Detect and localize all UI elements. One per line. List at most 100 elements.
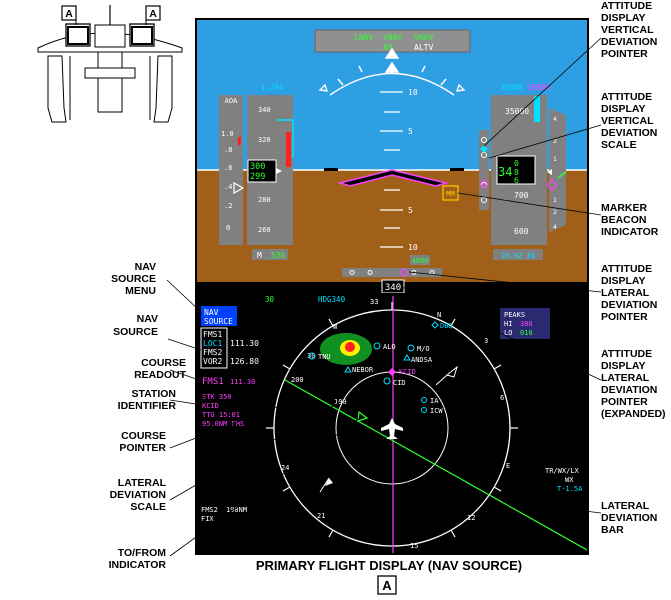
compass-label-3: 3	[484, 337, 488, 345]
waypoint-kcid: KCID	[399, 368, 416, 376]
range-outer: 200	[291, 376, 304, 384]
sky-pointer	[384, 61, 400, 73]
compass-label-w: W	[333, 323, 338, 331]
nav-source-2[interactable]: LOC1	[203, 339, 222, 348]
station-line-4: 95.0NM FMS	[202, 420, 244, 428]
locator-marker-left-label: A	[65, 8, 73, 20]
to-from-indicator	[357, 410, 369, 422]
baro-setting: 29.92 IN	[501, 252, 535, 260]
peaks-lo-value: 010	[520, 329, 533, 337]
nav-source-1[interactable]: FMS1	[203, 330, 222, 339]
aoa-title: AOA	[225, 97, 238, 105]
locator-marker-right	[145, 5, 161, 21]
waypoint-nebor: NEBOR	[352, 366, 374, 374]
figure-caption: PRIMARY FLIGHT DISPLAY (NAV SOURCE)	[256, 558, 522, 573]
vsi-tick-2: 2	[553, 137, 557, 145]
altitude-readout-bot: 6	[514, 176, 519, 185]
nav-source-menu[interactable]	[201, 306, 237, 326]
speed-target: 1.294	[261, 83, 284, 92]
peaks-hi-label: HI	[504, 320, 512, 328]
speed-readout: 299	[250, 172, 265, 182]
speed-tick-340: 340	[258, 106, 271, 114]
altitude-tape: 35000 16000 35000 700 600 34 0 8 6 29.92…	[491, 83, 550, 260]
waypoint-mo: M/O	[417, 345, 430, 353]
compass-label-30: 30	[307, 352, 315, 360]
compass-label-24: 24	[281, 464, 289, 472]
peaks-title: PEAKS	[504, 311, 525, 319]
lateral-deviation-scale	[342, 267, 442, 278]
aoa-tick-2: .8	[224, 146, 232, 154]
aoa-tick-6: 0	[226, 224, 230, 232]
fms2-fix: FIX	[201, 515, 214, 523]
compass-label-n: N	[437, 311, 441, 319]
pitch-ladder	[380, 91, 403, 248]
course-readout-source: FMS1	[202, 377, 224, 387]
caption-marker-box	[377, 575, 397, 595]
aoa-tick-4: .4	[224, 183, 232, 191]
waypoint-alo: ALO	[383, 343, 396, 351]
nav-source-3[interactable]: FMS2	[203, 348, 222, 357]
compass-label-21: 21	[317, 512, 325, 520]
fma-left: LNAV	[354, 33, 373, 42]
speed-box-top: 300	[250, 162, 265, 172]
waypoint-dbq: DBQ	[440, 322, 453, 330]
course-readout-value: 111.30	[230, 378, 255, 386]
waypoint-andsa: ANDSA	[411, 356, 433, 364]
station-line-3: TTG 15:01	[202, 411, 240, 419]
aoa-tick-3: .6	[224, 164, 232, 172]
nd-heading-select: HDG340	[318, 295, 346, 304]
waypoint-icw: ICW	[430, 407, 443, 415]
altitude-target-2: 16000	[527, 83, 550, 92]
cockpit-locator: A A	[37, 5, 183, 123]
roll-scale	[318, 47, 466, 96]
vsi-tick-3: 1	[553, 155, 557, 163]
station-identifier: STK 350 KCID TTG 15:01 95.0NM FMS	[202, 393, 244, 428]
caption-marker: A	[382, 578, 392, 593]
fms2-label: FMS2	[201, 506, 218, 514]
course-pointer	[284, 379, 587, 551]
aoa-pointer	[233, 181, 245, 195]
pitch-down-5: 5	[408, 206, 413, 215]
aoa-tick-1: 1.0	[221, 130, 234, 138]
marker-beacon: MM	[446, 190, 454, 198]
compass-label-12: 12	[467, 514, 475, 522]
compass-labels: 3 6 E 12 15 21 24 30 W N	[281, 311, 510, 550]
fma-mode: ALTV	[414, 43, 433, 52]
nav-source-menu-line2: SOURCE	[204, 317, 233, 326]
aircraft-symbol	[324, 168, 464, 187]
compass-label-e: E	[506, 462, 510, 470]
station-line-2: KCID	[202, 402, 219, 410]
airspeed-tape: 1.294 340 320 280 260 300 299 M .536	[247, 83, 294, 260]
speed-tick-320: 320	[258, 136, 271, 144]
overspeed-band	[286, 132, 291, 167]
waypoint-tnu: TNU	[318, 353, 331, 361]
altitude-target: 35000	[500, 83, 523, 92]
leader-lines	[166, 37, 602, 557]
vsi-tick-5: 2	[553, 208, 557, 216]
waypoint-ia: IA	[430, 397, 439, 405]
pitch-down-10: 10	[408, 243, 418, 252]
compass-label-15: 15	[410, 542, 418, 550]
peaks-hi-value: 300	[520, 320, 533, 328]
mach-label: M	[257, 251, 262, 260]
altitude-readout-mid: 8	[514, 168, 519, 177]
nav-source-4[interactable]: VOR2	[203, 357, 222, 366]
locator-marker-right-label: A	[149, 8, 157, 20]
vertical-deviation-pointer	[480, 145, 488, 153]
altitude-readout-big: 34	[498, 165, 512, 179]
nav-source-2-freq: 111.30	[230, 339, 259, 348]
compass-label-6: 6	[500, 394, 504, 402]
vertical-speed-indicator: 4 2 1 1 2 4	[546, 108, 567, 232]
station-line-1: STK 350	[202, 393, 232, 401]
vsi-tick-6: 4	[553, 223, 557, 231]
lateral-deviation-pointer	[399, 267, 409, 278]
waypoints: DBQ ALO TNU NEBOR KCID CID IA ICW ANDSA …	[308, 321, 453, 415]
fms2-distance: 198NM	[226, 506, 247, 514]
